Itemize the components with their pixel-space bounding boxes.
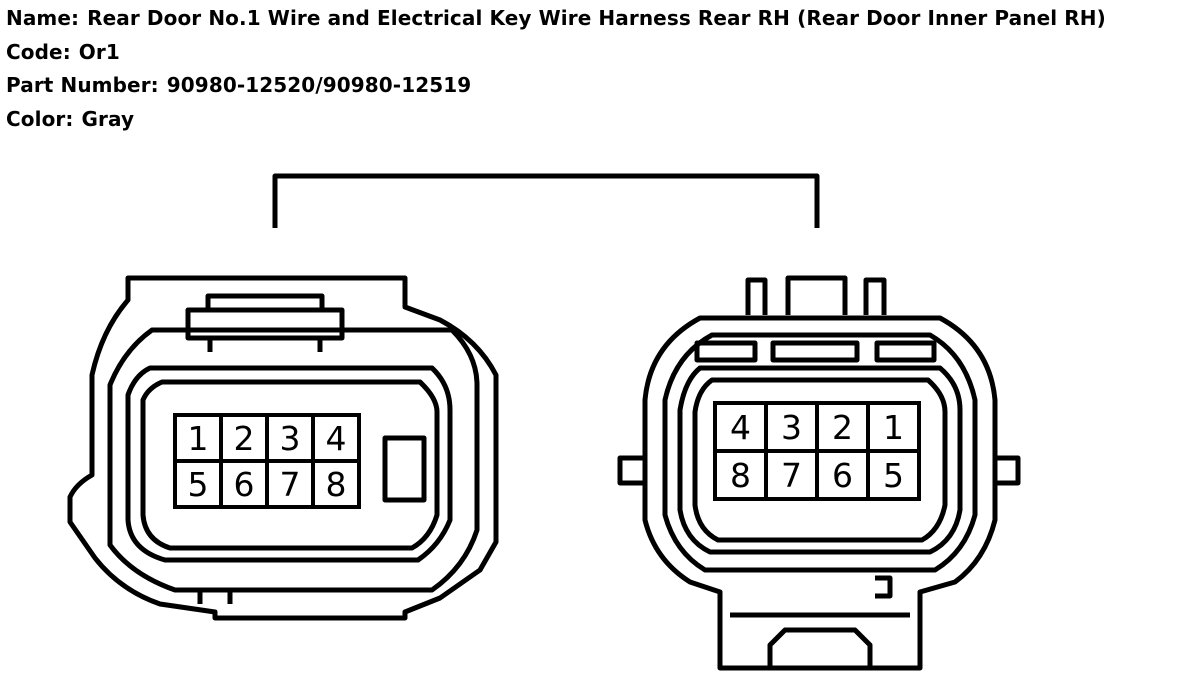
- info-color-label: Color:: [6, 106, 74, 131]
- info-name: Name: Rear Door No.1 Wire and Electrical …: [6, 4, 1106, 38]
- info-code: Code: Or1: [6, 38, 1106, 72]
- info-part-number-label: Part Number:: [6, 73, 159, 97]
- left-pin-8: 8: [311, 459, 361, 509]
- right-pin-7: 7: [764, 449, 819, 501]
- info-code-value: Or1: [78, 39, 120, 64]
- right-pin-3: 3: [764, 401, 819, 453]
- left-pin-label: 8: [326, 465, 347, 504]
- connector-info: Name: Rear Door No.1 Wire and Electrical …: [6, 4, 1106, 138]
- right-pin-1: 1: [866, 401, 921, 453]
- left-pin-4: 4: [311, 413, 361, 463]
- info-color: Color: Gray: [6, 105, 1106, 139]
- left-pin-3: 3: [265, 413, 315, 463]
- left-connector-housing: [67, 275, 499, 621]
- left-pin-label: 1: [188, 419, 209, 458]
- left-pin-label: 5: [188, 465, 209, 504]
- info-part-number-value: 90980-12520/90980-12519: [166, 73, 472, 97]
- left-pin-1: 1: [173, 413, 223, 463]
- right-pin-label: 5: [883, 456, 904, 495]
- left-pin-label: 7: [280, 465, 301, 504]
- info-code-label: Code:: [6, 39, 71, 64]
- info-part-number: Part Number: 90980-12520/90980-12519: [6, 71, 1106, 105]
- right-pin-cell: [866, 449, 921, 501]
- left-pin-label: 2: [234, 419, 255, 458]
- info-name-label: Name:: [6, 6, 80, 30]
- left-pin-6: 6: [219, 459, 269, 509]
- left-pin-cell: [311, 459, 361, 509]
- info-color-value: Gray: [81, 106, 135, 131]
- right-pin-label: 7: [781, 456, 802, 495]
- right-pin-2: 2: [815, 401, 870, 453]
- left-pin-5: 5: [173, 459, 223, 509]
- right-connector-housing: [617, 275, 1021, 671]
- info-name-value: Rear Door No.1 Wire and Electrical Key W…: [87, 6, 1106, 30]
- right-pin-label: 8: [730, 456, 751, 495]
- right-pin-label: 3: [781, 408, 802, 447]
- left-pin-7: 7: [265, 459, 315, 509]
- left-pin-label: 6: [234, 465, 255, 504]
- right-pin-6: 6: [815, 449, 870, 501]
- right-pin-5: 5: [866, 449, 921, 501]
- right-pin-label: 2: [832, 408, 853, 447]
- right-pin-label: 1: [883, 408, 904, 447]
- right-pin-8: 8: [713, 449, 768, 501]
- right-pin-4: 4: [713, 401, 768, 453]
- left-pin-label: 3: [280, 419, 301, 458]
- left-pin-label: 4: [326, 419, 347, 458]
- right-pin-label: 4: [730, 408, 751, 447]
- right-pin-label: 6: [832, 456, 853, 495]
- pairing-bracket: [272, 173, 820, 228]
- left-pin-2: 2: [219, 413, 269, 463]
